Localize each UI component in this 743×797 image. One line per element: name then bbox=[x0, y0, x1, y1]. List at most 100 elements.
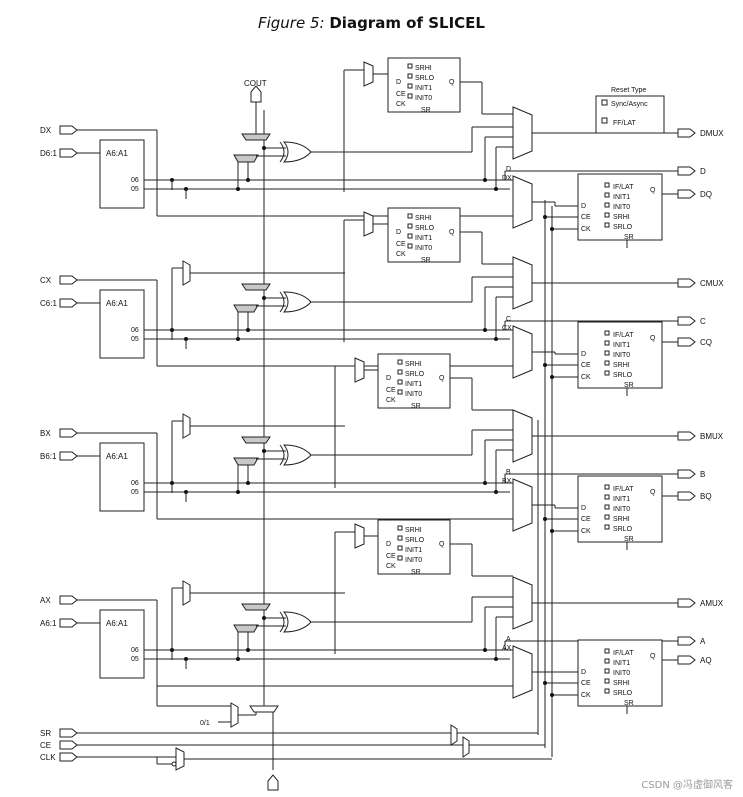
ff-option-checkbox bbox=[604, 668, 610, 674]
ff-input-mux bbox=[512, 478, 533, 532]
ff-ck-pin: CK bbox=[386, 563, 396, 570]
ff-d-pin: D bbox=[386, 375, 391, 382]
ff-mux-x-label: AX bbox=[502, 645, 512, 652]
lut-o6-pin: 06 bbox=[131, 177, 139, 184]
lut-o6-pin: 06 bbox=[131, 327, 139, 334]
lut-address-label: C6:1 bbox=[40, 299, 57, 308]
junction-dot bbox=[543, 363, 547, 367]
lut-address-label: D6:1 bbox=[40, 149, 57, 158]
clk-input-port bbox=[59, 752, 78, 762]
ff-input-mux bbox=[512, 175, 533, 229]
junction-dot bbox=[262, 296, 266, 300]
ff-option-checkbox bbox=[604, 350, 610, 356]
junction-dot bbox=[494, 657, 498, 661]
ff-option-checkbox bbox=[604, 330, 610, 336]
ff-option-label: INIT0 bbox=[405, 557, 422, 564]
output-mux bbox=[512, 409, 533, 463]
ff-ck-pin: CK bbox=[581, 374, 591, 381]
junction-dot bbox=[236, 657, 240, 661]
ff-q-pin: Q bbox=[650, 653, 656, 660]
xor-gate bbox=[282, 291, 312, 313]
ff-option-label: SRLO bbox=[405, 537, 425, 544]
ff-option-label: IF/LAT bbox=[613, 332, 634, 339]
junction-dot bbox=[550, 693, 554, 697]
ff-option-label: INIT1 bbox=[613, 496, 630, 503]
junction-dot bbox=[262, 449, 266, 453]
ff-ce-pin: CE bbox=[386, 553, 396, 560]
storage-element bbox=[577, 639, 663, 707]
ff-option-checkbox bbox=[604, 494, 610, 500]
ff-option-checkbox bbox=[407, 223, 413, 229]
ff-option-checkbox bbox=[407, 233, 413, 239]
x-input-label: CX bbox=[40, 276, 52, 285]
ff-option-checkbox bbox=[604, 340, 610, 346]
x-input-port bbox=[59, 125, 78, 135]
xor-gate bbox=[282, 611, 312, 633]
ff-option-label: INIT0 bbox=[405, 391, 422, 398]
lut-address-port bbox=[59, 618, 78, 628]
ff-mux-x-label: CX bbox=[502, 325, 512, 332]
ff-q-pin: Q bbox=[449, 79, 455, 86]
ff-option-checkbox bbox=[604, 524, 610, 530]
ff-option-checkbox bbox=[397, 369, 403, 375]
lut-o5-pin: 05 bbox=[131, 489, 139, 496]
secondary-storage-element bbox=[377, 519, 451, 575]
lut-address-label: A6:1 bbox=[40, 619, 57, 628]
mux-output-label: DMUX bbox=[700, 129, 724, 138]
carry-mux bbox=[241, 436, 271, 444]
junction-dot bbox=[543, 681, 547, 685]
ff-d-pin: D bbox=[581, 203, 586, 210]
ce-input-label: CE bbox=[40, 741, 51, 750]
ff-d-pin: D bbox=[396, 229, 401, 236]
ff-option-checkbox bbox=[604, 192, 610, 198]
junction-dot bbox=[494, 490, 498, 494]
direct-output-label: C bbox=[700, 317, 706, 326]
lut-o6-pin: 06 bbox=[131, 480, 139, 487]
ff-option-label: INIT1 bbox=[415, 85, 432, 92]
reset-sync-label: Sync/Async bbox=[611, 101, 648, 108]
storage-input-mux bbox=[354, 357, 365, 383]
ff-option-checkbox bbox=[604, 484, 610, 490]
ff-option-label: IF/LAT bbox=[613, 184, 634, 191]
reset-sync-checkbox bbox=[601, 99, 608, 106]
ff-mux-x-label: DX bbox=[502, 175, 512, 182]
ff-q-pin: Q bbox=[439, 541, 445, 548]
ff-option-checkbox bbox=[397, 379, 403, 385]
secondary-storage-element bbox=[387, 57, 461, 113]
ff-option-checkbox bbox=[604, 504, 610, 510]
ff-option-label: INIT1 bbox=[405, 381, 422, 388]
wide-function-mux bbox=[182, 580, 191, 606]
ff-d-pin: D bbox=[386, 541, 391, 548]
x-input-port bbox=[59, 428, 78, 438]
direct-output-port bbox=[677, 469, 696, 479]
wide-function-mux bbox=[182, 260, 191, 286]
carry-init-mux bbox=[233, 624, 259, 633]
ff-option-checkbox bbox=[397, 555, 403, 561]
mux-output-port bbox=[677, 278, 696, 288]
ff-option-label: INIT1 bbox=[405, 547, 422, 554]
ff-option-label: SRLO bbox=[613, 526, 633, 533]
x-input-label: AX bbox=[40, 596, 51, 605]
ff-option-label: INIT0 bbox=[613, 352, 630, 359]
output-mux bbox=[512, 576, 533, 630]
ff-input-mux bbox=[512, 325, 533, 379]
reset-fflat-label: FF/LAT bbox=[613, 120, 637, 127]
ff-sr-pin: SR bbox=[624, 700, 634, 707]
ff-option-label: SRLO bbox=[613, 224, 633, 231]
reset-type-heading: Reset Type bbox=[611, 87, 646, 94]
ff-option-checkbox bbox=[397, 535, 403, 541]
ff-option-label: SRLO bbox=[613, 372, 633, 379]
ff-option-label: SRHI bbox=[613, 362, 630, 369]
ff-option-checkbox bbox=[407, 243, 413, 249]
mux-output-port bbox=[677, 128, 696, 138]
ff-q-output-label: CQ bbox=[700, 338, 712, 347]
wide-function-mux bbox=[182, 413, 191, 439]
lut-address-port bbox=[59, 451, 78, 461]
xor-gate bbox=[282, 141, 312, 163]
lut-address-port bbox=[59, 298, 78, 308]
ff-input-mux bbox=[512, 645, 533, 699]
ff-option-checkbox bbox=[604, 658, 610, 664]
ff-option-checkbox bbox=[604, 678, 610, 684]
junction-dot bbox=[483, 481, 487, 485]
ff-option-checkbox bbox=[604, 182, 610, 188]
